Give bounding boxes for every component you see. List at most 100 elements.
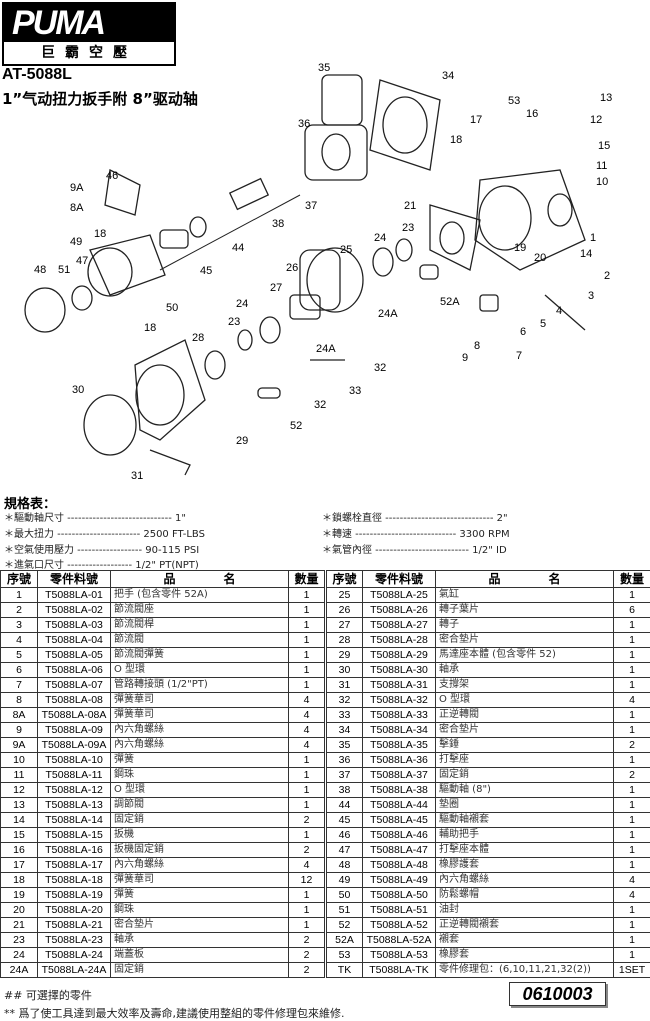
cell-name: 固定銷 [110, 962, 289, 978]
cell-qty: 1 [288, 617, 326, 633]
cell-qty: 1 [613, 797, 650, 813]
cell-seq: 23 [0, 932, 38, 948]
cell-qty: 1 [288, 902, 326, 918]
cell-part-no: T5088LA-36 [362, 752, 436, 768]
cell-name: 支撐架 [435, 677, 614, 693]
cell-seq: 11 [0, 767, 38, 783]
cell-part-no: T5088LA-33 [362, 707, 436, 723]
cell-qty: 1 [288, 632, 326, 648]
cell-seq: 46 [324, 827, 363, 843]
cell-name: 軸承 [435, 662, 614, 678]
cell-name: 打擊座本體 [435, 842, 614, 858]
callout-label: 23 [228, 316, 241, 328]
spec-max-torque: ＊最大扭力 ----------------------- 2500 FT-LB… [4, 529, 205, 540]
cell-qty: 1 [613, 752, 650, 768]
cell-qty: 1 [613, 722, 650, 738]
callout-label: 38 [272, 218, 285, 230]
cell-seq: 52 [324, 917, 363, 933]
callout-label: 9A [70, 182, 84, 194]
header-seq: 序號 [324, 570, 363, 588]
cell-name: 橡膠套 [435, 947, 614, 963]
cell-name: 打擊座 [435, 752, 614, 768]
callout-label: 11 [596, 160, 608, 172]
cell-name: 固定銷 [110, 812, 289, 828]
cell-seq: 28 [324, 632, 363, 648]
cell-part-no: T5088LA-32 [362, 692, 436, 708]
cell-name: 密合墊片 [435, 722, 614, 738]
cell-part-no: T5088LA-21 [37, 917, 111, 933]
callout-label: 25 [340, 244, 353, 256]
cell-seq: 51 [324, 902, 363, 918]
callout-label: 24A [316, 343, 336, 355]
cell-name: 零件修理包：(6,10,11,21,32(2)) [435, 962, 614, 978]
cell-qty: 1 [288, 887, 326, 903]
cell-seq: 24A [0, 962, 38, 978]
header-name: 品 名 [110, 570, 289, 588]
callout-label: 35 [318, 62, 331, 74]
cell-qty: 4 [613, 692, 650, 708]
cell-qty: 1 [288, 917, 326, 933]
cell-name: 把手 (包含零件 52A) [110, 587, 289, 603]
cell-part-no: T5088LA-50 [362, 887, 436, 903]
cell-qty: 2 [613, 767, 650, 783]
cell-part-no: T5088LA-24A [37, 962, 111, 978]
cell-part-no: T5088LA-29 [362, 647, 436, 663]
cell-name: 鋼珠 [110, 902, 289, 918]
cell-part-no: T5088LA-04 [37, 632, 111, 648]
cell-qty: 1SET [613, 962, 650, 978]
cell-qty: 4 [613, 872, 650, 888]
cell-qty: 4 [288, 737, 326, 753]
spec-title: 規格表： [4, 497, 57, 512]
cell-part-no: T5088LA-30 [362, 662, 436, 678]
cell-name: 調節閥 [110, 797, 289, 813]
callout-label: 14 [580, 248, 593, 260]
callout-label: 32 [374, 362, 387, 374]
cell-part-no: T5088LA-03 [37, 617, 111, 633]
cell-qty: 4 [288, 857, 326, 873]
cell-seq: 48 [324, 857, 363, 873]
cell-part-no: T5088LA-14 [37, 812, 111, 828]
cell-qty: 1 [613, 707, 650, 723]
cell-name: O 型環 [435, 692, 614, 708]
cell-qty: 1 [613, 947, 650, 963]
table-header: 序號 零件料號 品 名 數量 序號 零件料號 品 名 數量 [0, 570, 650, 588]
cell-part-no: T5088LA-52A [362, 932, 436, 948]
cell-part-no: T5088LA-31 [362, 677, 436, 693]
cell-seq: 31 [324, 677, 363, 693]
cell-seq: 3 [0, 617, 38, 633]
cell-qty: 1 [613, 842, 650, 858]
callout-label: 8A [70, 202, 84, 214]
callout-label: 32 [314, 399, 327, 411]
cell-seq: 33 [324, 707, 363, 723]
cell-seq: 35 [324, 737, 363, 753]
cell-seq: 7 [0, 677, 38, 693]
cell-part-no: T5088LA-16 [37, 842, 111, 858]
callout-label: 18 [450, 134, 463, 146]
cell-seq: 6 [0, 662, 38, 678]
cell-name: 轉子 [435, 617, 614, 633]
spec-inlet-size: ＊進氣口尺寸 ------------------ 1/2" PT(NPT) [4, 560, 199, 571]
cell-qty: 1 [613, 782, 650, 798]
callout-label: 18 [94, 228, 107, 240]
cell-name: 內六角螺絲 [110, 737, 289, 753]
cell-seq: 27 [324, 617, 363, 633]
cell-seq: 30 [324, 662, 363, 678]
cell-qty: 1 [613, 812, 650, 828]
model-number: AT-5088L [2, 66, 72, 83]
cell-part-no: T5088LA-24 [37, 947, 111, 963]
repair-kit-note: ** 爲了使工具達到最大效率及壽命,建議使用整組的零件修理包來維修. [4, 1007, 345, 1020]
